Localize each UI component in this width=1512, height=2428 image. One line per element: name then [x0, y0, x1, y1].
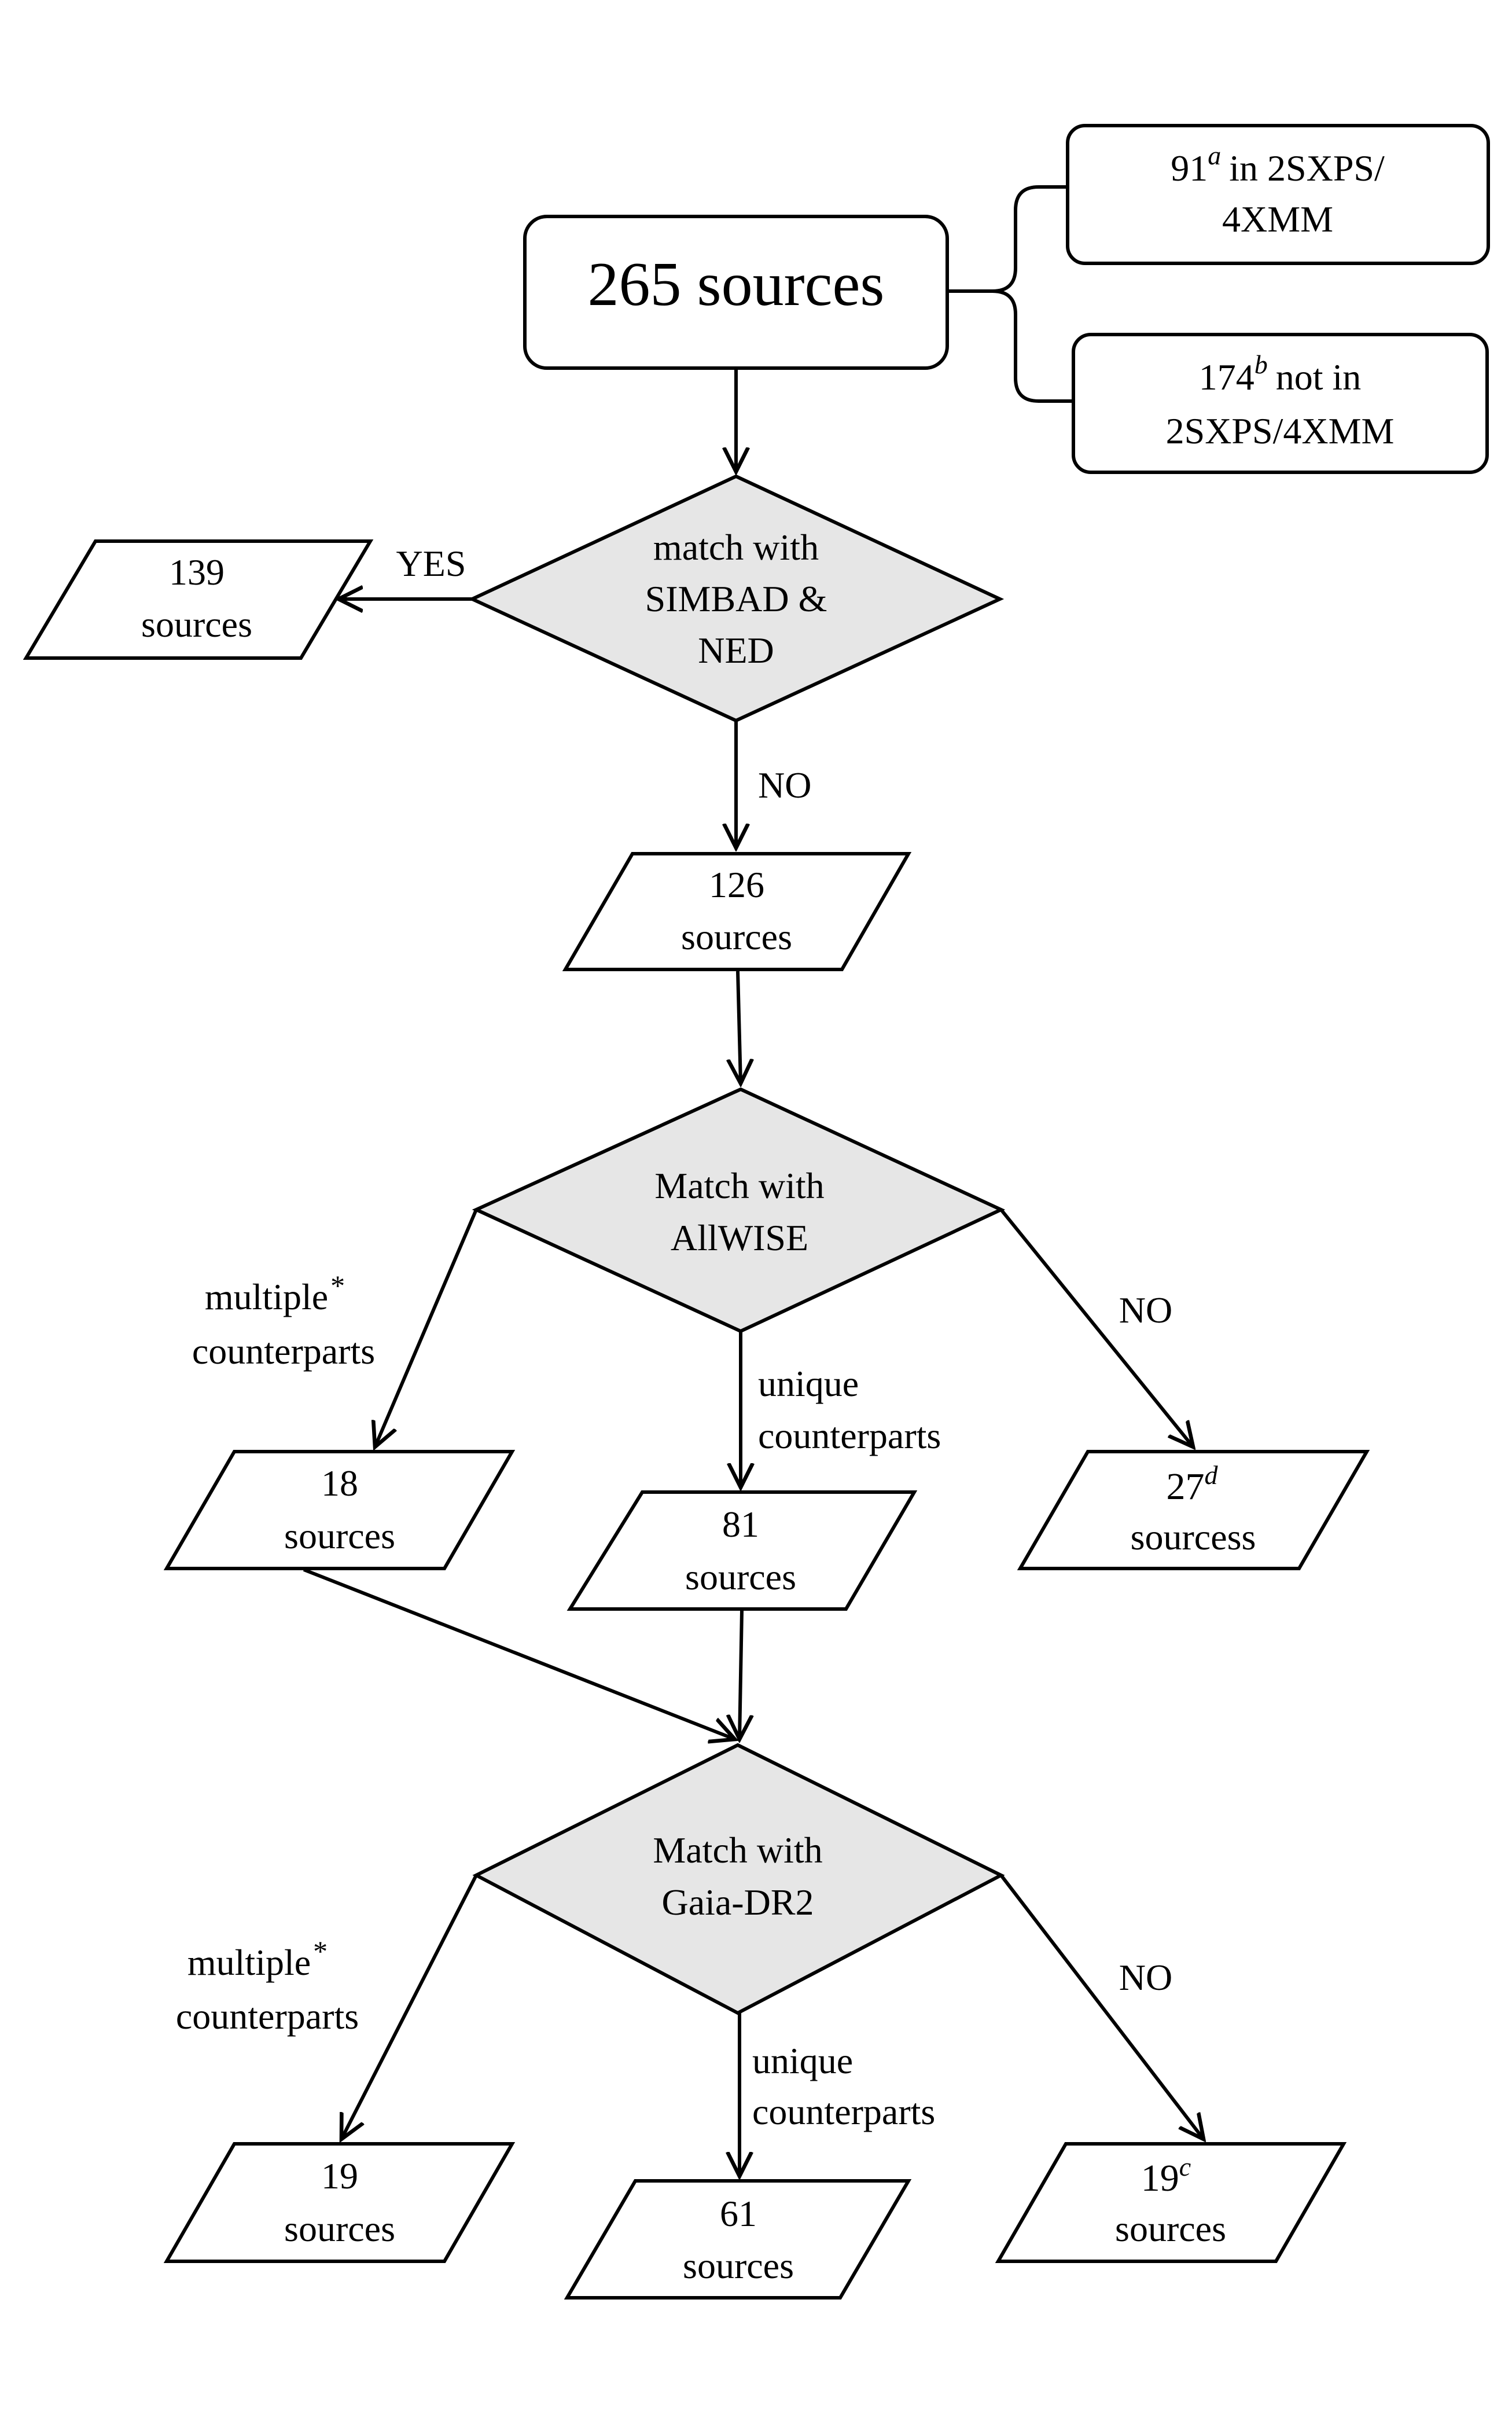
decision3-line2: Gaia-DR2: [661, 1882, 814, 1923]
gaia-none-box: [995, 2142, 1347, 2263]
result-gaia-none: 19c sources: [995, 2142, 1347, 2263]
decision1-yes-label: YES: [396, 543, 466, 584]
allwise-none-box: [1017, 1450, 1370, 1570]
gaia-multiple-count: 19: [321, 2155, 358, 2196]
brace-upper: [949, 185, 1068, 293]
start-label: 265 sources: [588, 250, 885, 319]
decision2-diamond: [472, 1087, 1006, 1334]
gaia-none-count: 19c: [1141, 2152, 1191, 2199]
edge-decision2-no: [999, 1209, 1193, 1447]
decision3-unique-label1: unique: [752, 2040, 853, 2081]
result-allwise-multiple: 18 sources: [163, 1450, 516, 1570]
decision2-multiple-label1: multiple*: [205, 1269, 345, 1317]
allwise-none-unit: sourcess: [1131, 1516, 1256, 1558]
decision3-line1: Match with: [653, 1830, 822, 1871]
result-simbad-match: 139 sources: [23, 539, 374, 660]
no-simbad-unit: sources: [681, 916, 792, 957]
edge-to-decision2: [738, 971, 741, 1083]
allwise-unique-unit: sources: [685, 1556, 796, 1597]
result-allwise-none: 27d sourcess: [1017, 1450, 1370, 1570]
simbad-match-box: [23, 539, 374, 660]
decision2-line2: AllWISE: [671, 1217, 808, 1258]
brace-lower: [949, 289, 1073, 403]
edge-decision2-multiple: [375, 1209, 478, 1447]
allwise-unique-count: 81: [722, 1504, 759, 1545]
decision1-no-label: NO: [758, 765, 811, 806]
decision1-node: match with SIMBAD & NED: [468, 474, 1005, 723]
decision3-multiple-label1: multiple*: [187, 1935, 328, 1983]
not-in-catalog-line2: 2SXPS/4XMM: [1166, 410, 1395, 451]
decision1-line2: SIMBAD &: [645, 578, 827, 619]
start-node: 265 sources: [523, 215, 949, 370]
gaia-unique-count: 61: [720, 2193, 757, 2234]
decision2-node: Match with AllWISE: [472, 1087, 1006, 1334]
no-simbad-count: 126: [709, 864, 764, 905]
edge-decision3-multiple: [341, 1874, 478, 2139]
edge-unique-to-decision3: [740, 1610, 742, 1739]
in-catalog-line2: 4XMM: [1222, 199, 1333, 240]
gaia-multiple-unit: sources: [284, 2208, 395, 2249]
allwise-unique-box: [566, 1490, 918, 1611]
decision3-no-label: NO: [1119, 1957, 1172, 1998]
decision1-line1: match with: [653, 527, 819, 568]
simbad-match-count: 139: [169, 552, 225, 593]
simbad-match-unit: sources: [141, 604, 252, 645]
allwise-multiple-unit: sources: [284, 1515, 395, 1556]
edge-multiple-to-decision3: [303, 1568, 735, 1739]
result-allwise-unique: 81 sources: [566, 1490, 918, 1611]
allwise-multiple-box: [163, 1450, 516, 1570]
decision3-unique-label2: counterparts: [752, 2091, 935, 2132]
decision3-node: Match with Gaia-DR2: [472, 1743, 1005, 2015]
edge-decision3-no: [999, 1874, 1204, 2139]
no-simbad-box: [562, 852, 912, 971]
result-gaia-multiple: 19 sources: [163, 2142, 516, 2263]
decision2-line1: Match with: [654, 1165, 824, 1206]
decision2-no-label: NO: [1119, 1290, 1172, 1331]
gaia-unique-unit: sources: [683, 2245, 794, 2286]
result-gaia-unique: 61 sources: [564, 2179, 912, 2300]
decision3-multiple-label2: counterparts: [176, 1996, 359, 2037]
result-no-simbad: 126 sources: [562, 852, 912, 971]
not-in-catalog-box: [1072, 333, 1489, 474]
decision2-multiple-label2: counterparts: [192, 1331, 375, 1372]
allwise-multiple-count: 18: [321, 1463, 358, 1504]
in-catalog-box: [1066, 124, 1490, 265]
decision2-unique-label2: counterparts: [758, 1415, 941, 1456]
decision1-line3: NED: [698, 630, 774, 671]
gaia-multiple-box: [163, 2142, 516, 2263]
gaia-none-unit: sources: [1115, 2208, 1226, 2249]
gaia-unique-box: [564, 2179, 912, 2300]
decision3-diamond: [472, 1743, 1005, 2015]
decision2-unique-label1: unique: [758, 1363, 859, 1404]
allwise-none-count: 27d: [1167, 1460, 1219, 1508]
